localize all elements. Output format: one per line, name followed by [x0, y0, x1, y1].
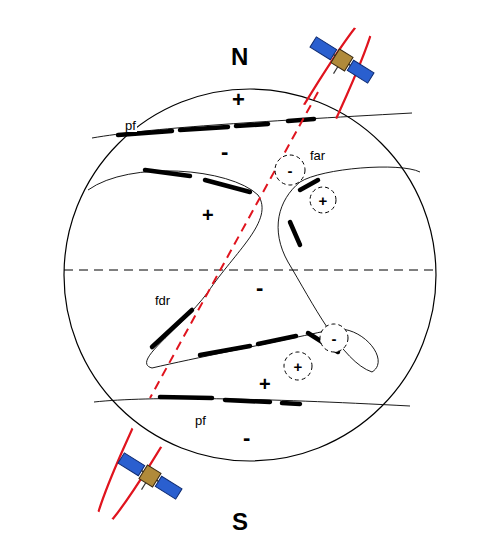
- polarity-sign: +: [283, 351, 313, 381]
- polarity-circle: +: [309, 186, 337, 214]
- feature-label: pf: [124, 119, 137, 132]
- polarity-sign: +: [202, 205, 214, 225]
- orbit-hidden-part: [150, 92, 318, 398]
- polarity-sign: +: [309, 186, 337, 214]
- filaments: [118, 119, 338, 404]
- feature-label: fdr: [154, 294, 171, 307]
- globe-outline: [64, 89, 436, 461]
- polarity-sign: +: [232, 89, 245, 111]
- feature-label: pf: [194, 414, 207, 427]
- polarity-circle: -: [274, 154, 306, 186]
- polarity-sign: -: [274, 154, 306, 186]
- polarity-sign: -: [243, 427, 250, 449]
- polarity-sign: -: [319, 323, 349, 353]
- polarity-sign: -: [256, 277, 263, 299]
- neutral-lines: [88, 113, 420, 406]
- satellite-icon: [305, 35, 375, 91]
- orbit-ellipse: [77, 0, 394, 543]
- polarity-circle: -: [319, 323, 349, 353]
- polarity-sign: -: [221, 141, 228, 163]
- polarity-sign: +: [259, 374, 271, 394]
- equator-line: [64, 270, 436, 271]
- satellite-icon: [113, 451, 183, 507]
- polarity-circle: +: [283, 351, 313, 381]
- pole-label: S: [232, 510, 248, 534]
- pole-label: N: [231, 45, 248, 69]
- feature-label: far: [309, 149, 326, 162]
